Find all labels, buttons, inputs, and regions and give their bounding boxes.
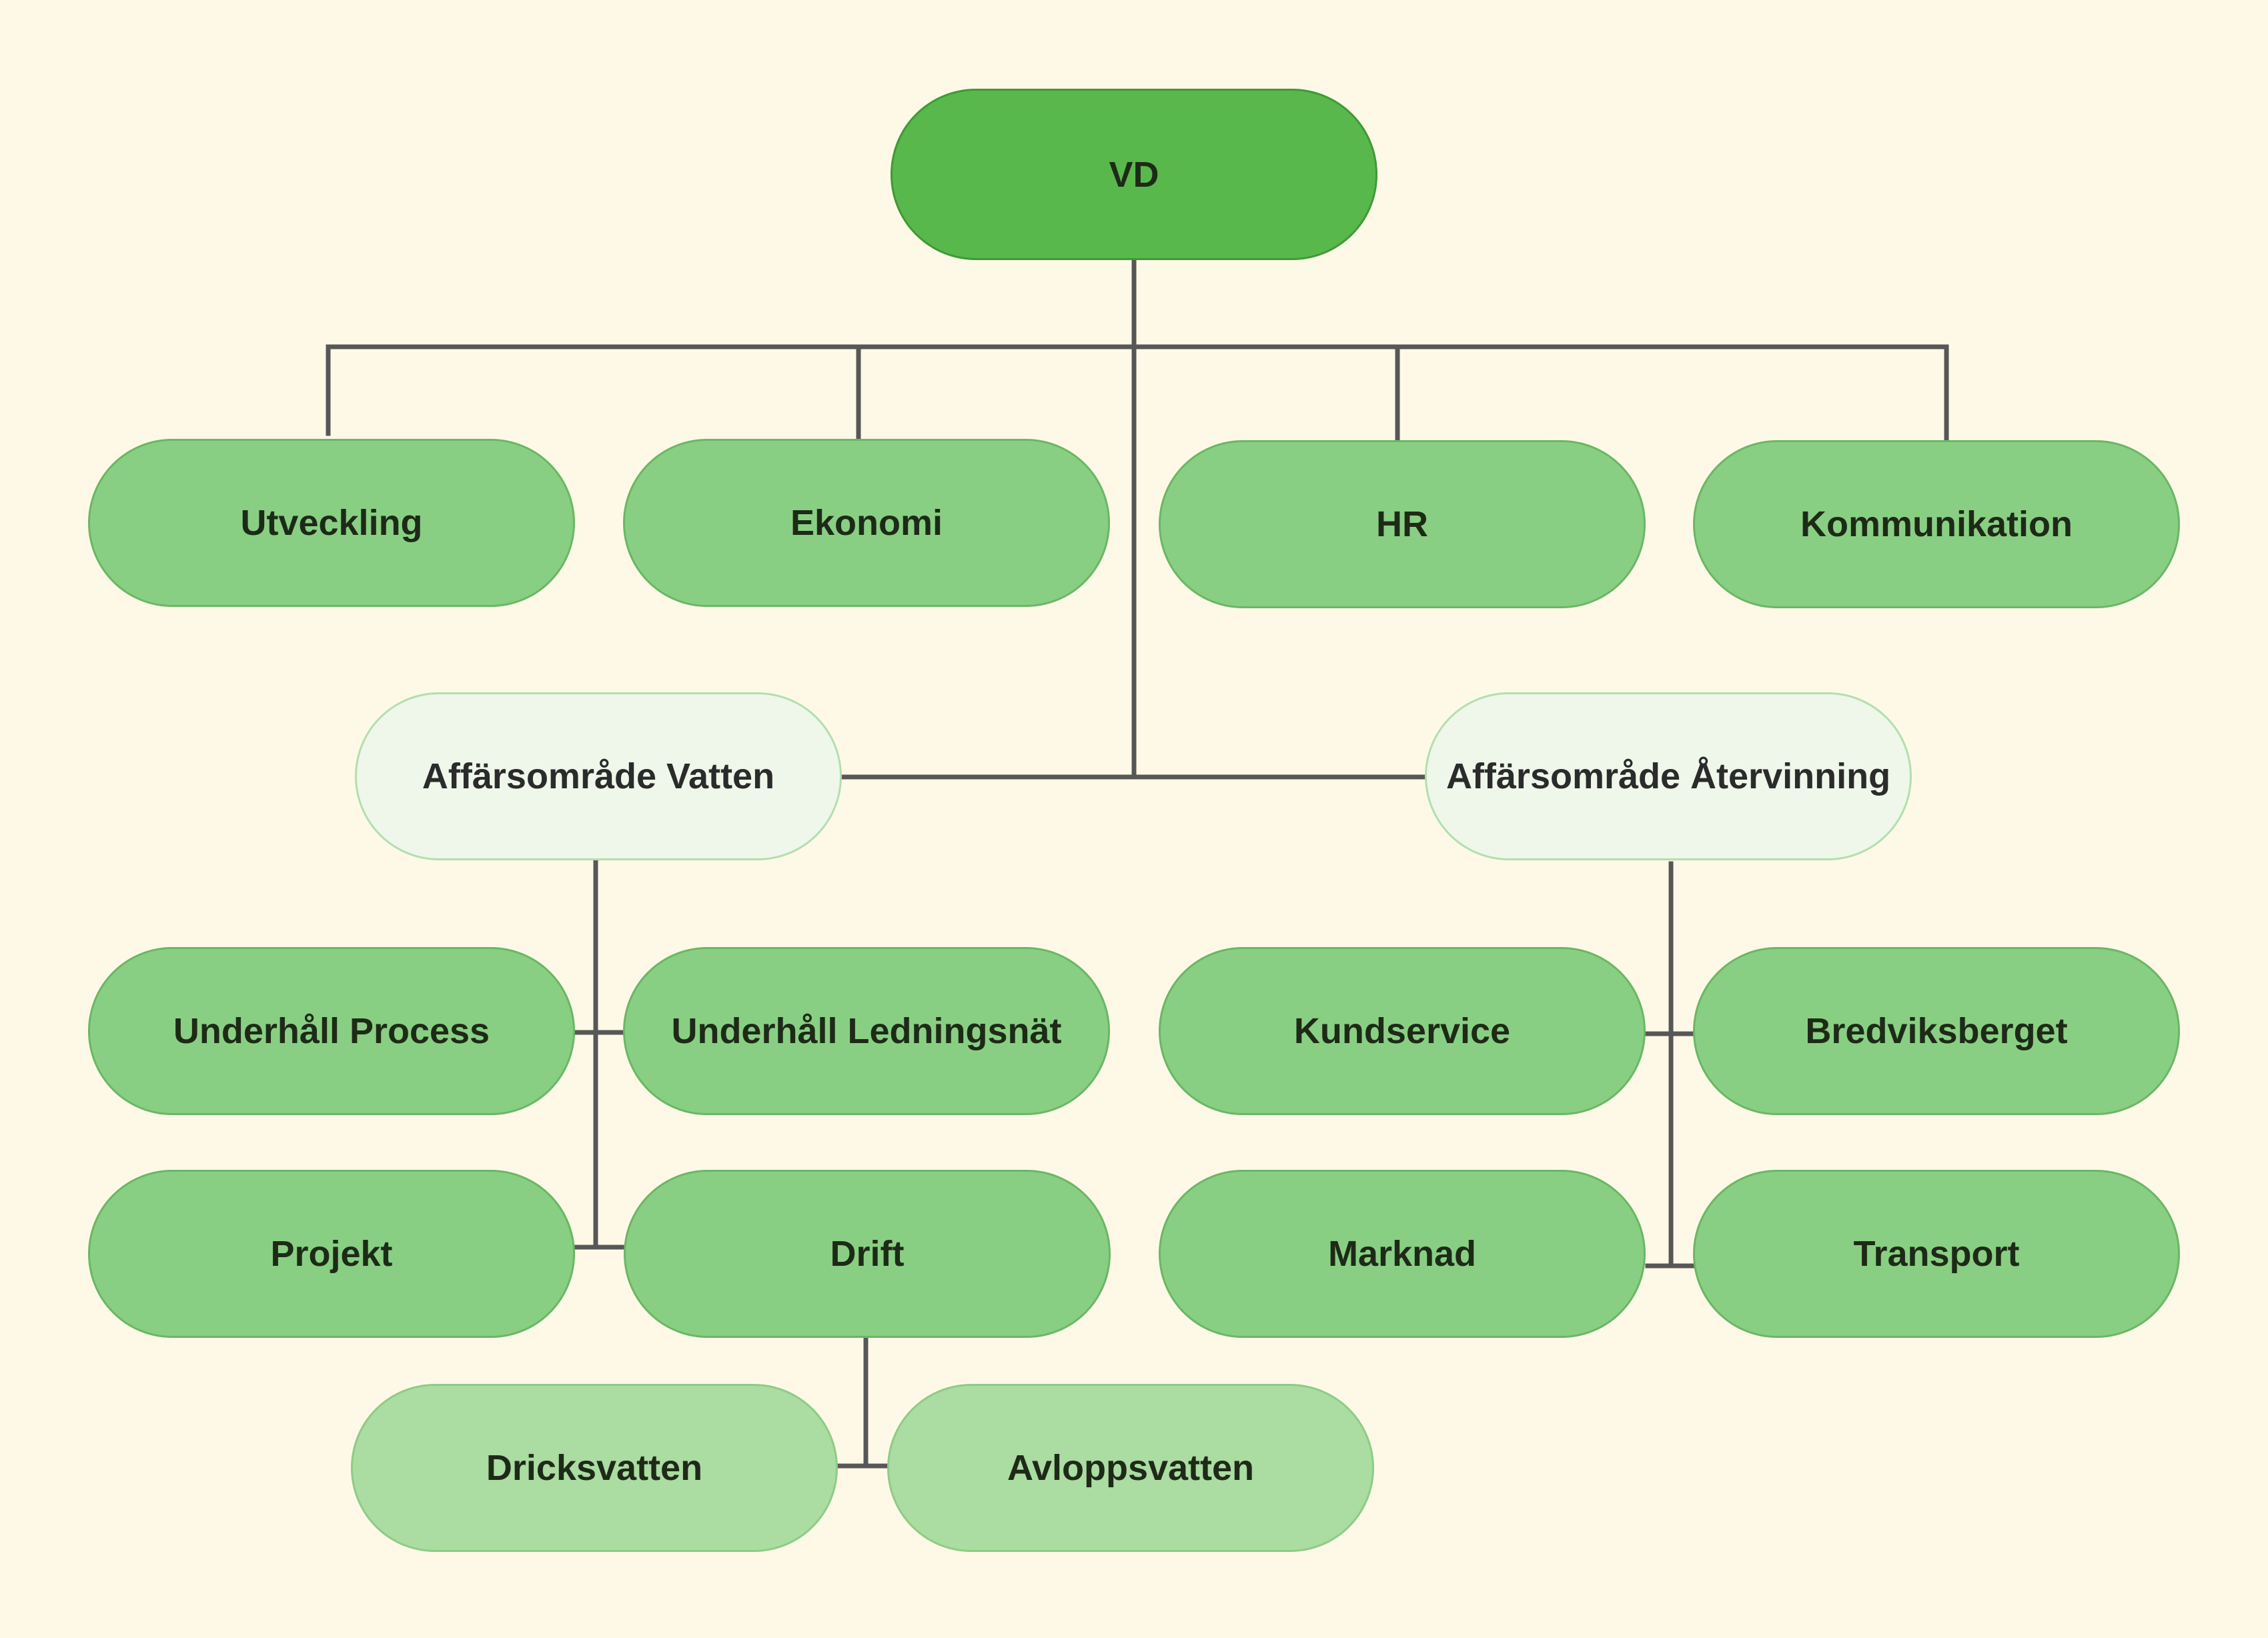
node-bredviksberget-label: Bredviksberget: [1805, 1011, 2068, 1051]
node-marknad-label: Marknad: [1327, 1234, 1477, 1274]
node-avloppsvatten[interactable]: Avloppsvatten: [887, 1384, 1374, 1552]
root-to-staff-bus: [326, 257, 1949, 443]
node-affarsomrade-vatten[interactable]: Affärsområde Vatten: [355, 692, 842, 860]
node-ekonomi-label: Ekonomi: [790, 503, 943, 543]
node-kundservice-label: Kundservice: [1293, 1011, 1511, 1051]
node-underhall-process-label: Underhåll Process: [173, 1011, 490, 1051]
node-kundservice[interactable]: Kundservice: [1159, 947, 1646, 1115]
node-bredviksberget[interactable]: Bredviksberget: [1693, 947, 2180, 1115]
node-dricksvatten-label: Dricksvatten: [486, 1448, 703, 1488]
node-utveckling[interactable]: Utveckling: [88, 439, 575, 607]
atervinning-units-line: [1645, 861, 1697, 1269]
vatten-units-line: [573, 858, 627, 1250]
node-dricksvatten[interactable]: Dricksvatten: [351, 1384, 838, 1552]
node-affarsomrade-atervinning[interactable]: Affärsområde Återvinning: [1425, 692, 1912, 860]
node-avloppsvatten-label: Avloppsvatten: [1007, 1448, 1255, 1488]
node-vd[interactable]: VD: [891, 89, 1377, 260]
node-projekt-label: Projekt: [270, 1234, 393, 1274]
node-affarsomrade-vatten-label: Affärsområde Vatten: [422, 756, 775, 796]
node-kommunikation-label: Kommunikation: [1800, 504, 2073, 544]
node-kommunikation[interactable]: Kommunikation: [1693, 440, 2180, 608]
node-transport[interactable]: Transport: [1693, 1170, 2180, 1338]
drift-children-line: [834, 1335, 890, 1469]
node-underhall-ledningsnat[interactable]: Underhåll Ledningsnät: [623, 947, 1110, 1115]
node-hr[interactable]: HR: [1159, 440, 1646, 608]
node-hr-label: HR: [1376, 504, 1428, 544]
node-marknad[interactable]: Marknad: [1159, 1170, 1646, 1338]
node-drift[interactable]: Drift: [624, 1170, 1111, 1338]
node-drift-label: Drift: [830, 1234, 905, 1274]
root-to-areas-line: [838, 344, 1429, 780]
node-projekt[interactable]: Projekt: [88, 1170, 575, 1338]
node-underhall-ledningsnat-label: Underhåll Ledningsnät: [671, 1011, 1062, 1051]
node-transport-label: Transport: [1853, 1234, 2020, 1274]
node-underhall-process[interactable]: Underhåll Process: [88, 947, 575, 1115]
node-vd-label: VD: [1109, 154, 1159, 195]
node-utveckling-label: Utveckling: [240, 503, 423, 543]
node-affarsomrade-atervinning-label: Affärsområde Återvinning: [1446, 756, 1891, 796]
node-ekonomi[interactable]: Ekonomi: [623, 439, 1110, 607]
